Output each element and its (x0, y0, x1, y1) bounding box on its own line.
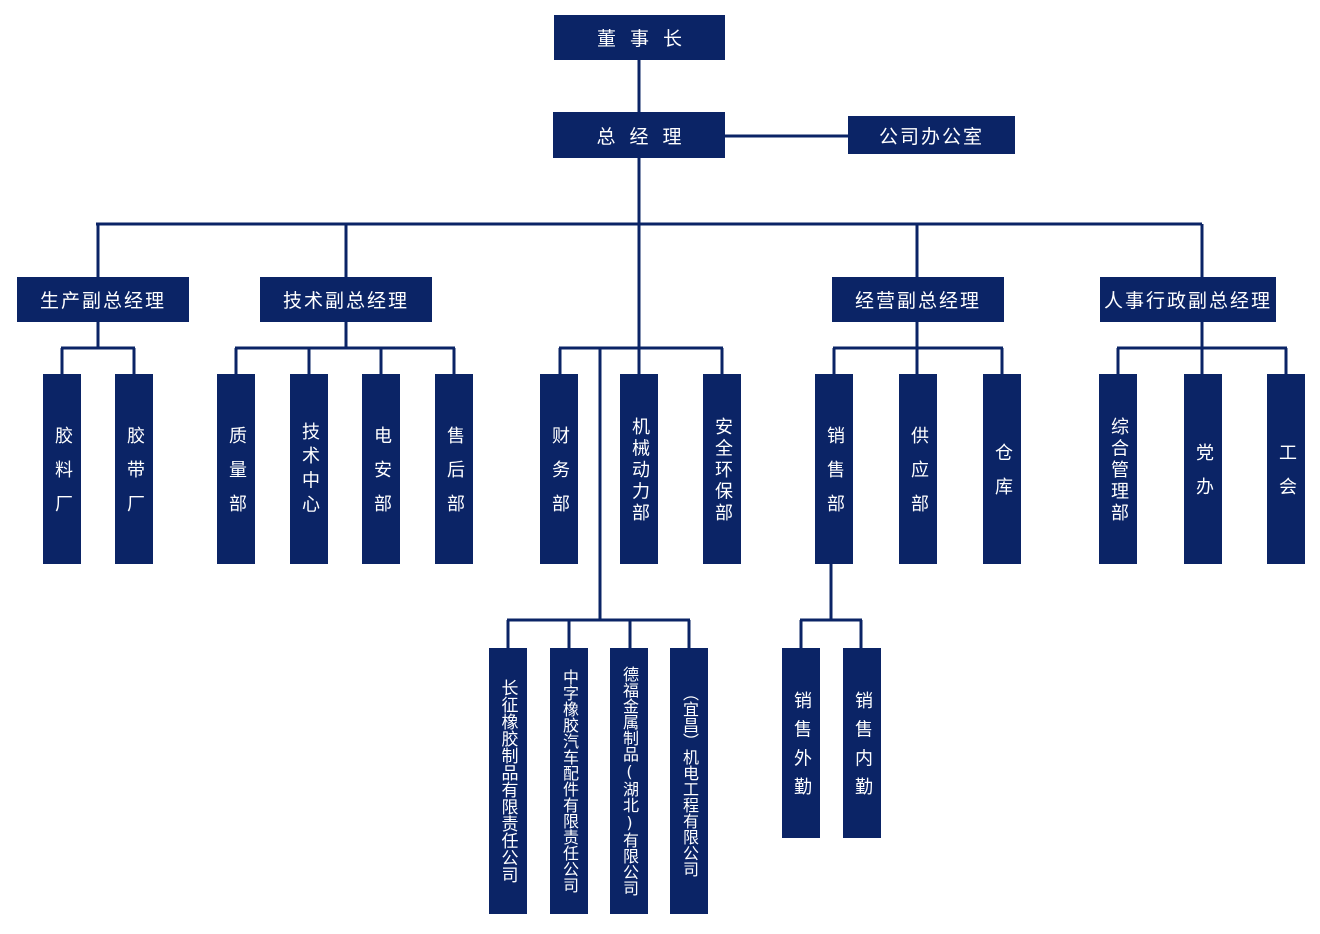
subsidiary-defu-box: 德福金属制品(湖北)有限公司 (610, 648, 648, 914)
vp-production-box: 生产副总经理 (17, 277, 189, 322)
union-box: 工会 (1267, 374, 1305, 564)
warehouse-box: 仓库 (983, 374, 1021, 564)
aftersales-dept-box: 售后部 (435, 374, 473, 564)
belt-factory-box: 胶带厂 (115, 374, 153, 564)
subsidiary-changzheng-box: 长征橡胶制品有限责任公司 (489, 648, 527, 914)
admin-dept-box: 综合管理部 (1099, 374, 1137, 564)
quality-dept-box: 质量部 (217, 374, 255, 564)
glue-factory-box: 胶料厂 (43, 374, 81, 564)
supply-dept-box: 供应部 (899, 374, 937, 564)
party-office-box: 党办 (1184, 374, 1222, 564)
sales-dept-box: 销售部 (815, 374, 853, 564)
company-office-box: 公司办公室 (848, 116, 1015, 154)
subsidiary-zhongzi-box: 中字橡胶汽车配件有限责任公司 (550, 648, 588, 914)
finance-dept-box: 财务部 (540, 374, 578, 564)
vp-operations-box: 经营副总经理 (832, 277, 1004, 322)
sales-office-box: 销售内勤 (843, 648, 881, 838)
mech-power-dept-box: 机械动力部 (620, 374, 658, 564)
vp-hr-box: 人事行政副总经理 (1100, 277, 1276, 322)
electric-dept-box: 电安部 (362, 374, 400, 564)
sales-field-box: 销售外勤 (782, 648, 820, 838)
safety-env-dept-box: 安全环保部 (703, 374, 741, 564)
tech-center-box: 技术中心 (290, 374, 328, 564)
subsidiary-yichang-box: （宜昌）机电工程有限公司 (670, 648, 708, 914)
vp-technology-box: 技术副总经理 (260, 277, 432, 322)
chairman-box: 董事长 (554, 15, 725, 60)
general-manager-box: 总经理 (553, 112, 725, 158)
